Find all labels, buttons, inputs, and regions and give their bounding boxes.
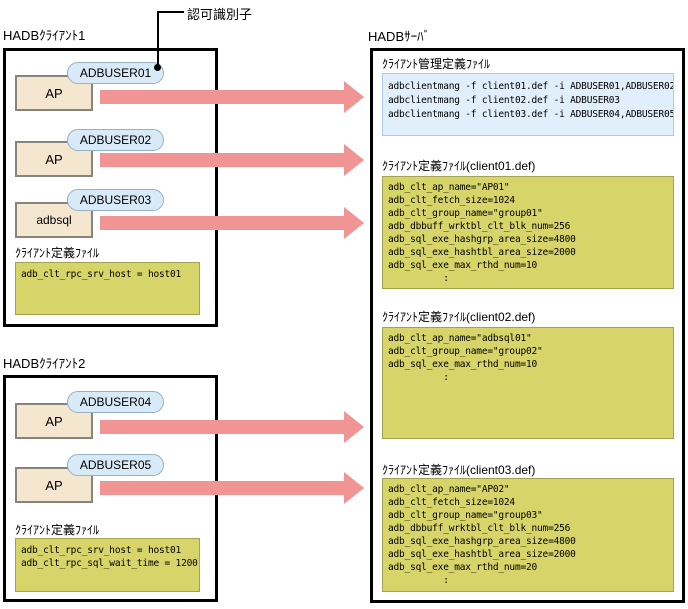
client1-user2-pill: ADBUSER02 xyxy=(67,129,164,151)
server-mgmtfile-box: adbclientmang -f client01.def -i ADBUSER… xyxy=(382,73,674,136)
client2-title: HADBｸﾗｲｱﾝﾄ2 xyxy=(3,356,86,371)
server-deffile2-label: ｸﾗｲｱﾝﾄ定義ﾌｧｲﾙ(client02.def) xyxy=(382,310,536,324)
annotation-dot xyxy=(154,64,161,71)
client1-deffile-label: ｸﾗｲｱﾝﾄ定義ﾌｧｲﾙ xyxy=(15,246,100,260)
client2-ap1-label: AP xyxy=(45,413,63,429)
annotation-label: 認可識別子 xyxy=(187,7,253,22)
server-deffile1-box: adb_clt_ap_name="AP01" adb_clt_fetch_siz… xyxy=(382,176,674,289)
client1-ap2-label: AP xyxy=(45,151,63,167)
server-deffile2-box: adb_clt_ap_name="adbsql01" adb_clt_group… xyxy=(382,327,674,439)
server-mgmtfile-label: ｸﾗｲｱﾝﾄ管理定義ﾌｧｲﾙ xyxy=(382,57,491,71)
client1-adbsql-label: adbsql xyxy=(36,213,72,227)
client1-user3-pill: ADBUSER03 xyxy=(67,189,164,211)
client1-adbsql-box: adbsql xyxy=(15,202,93,238)
client2-user2-pill: ADBUSER05 xyxy=(67,454,164,476)
client1-user1-pill: ADBUSER01 xyxy=(67,62,164,84)
arrow-client1-adbsql xyxy=(100,207,364,239)
client2-deffile-label: ｸﾗｲｱﾝﾄ定義ﾌｧｲﾙ xyxy=(15,523,100,537)
client2-ap2-label: AP xyxy=(45,477,63,493)
client2-deffile-box: adb_clt_rpc_srv_host = host01 adb_clt_rp… xyxy=(15,538,200,592)
client1-title: HADBｸﾗｲｱﾝﾄ1 xyxy=(3,28,86,43)
server-deffile3-box: adb_clt_ap_name="AP02" adb_clt_fetch_siz… xyxy=(382,478,674,592)
client2-user1-pill: ADBUSER04 xyxy=(67,391,164,413)
client1-user2-label: ADBUSER02 xyxy=(79,133,152,147)
client1-deffile-box: adb_clt_rpc_srv_host = host01 xyxy=(15,262,200,315)
server-deffile1-label: ｸﾗｲｱﾝﾄ定義ﾌｧｲﾙ(client01.def) xyxy=(382,159,536,173)
server-deffile3-label: ｸﾗｲｱﾝﾄ定義ﾌｧｲﾙ(client03.def) xyxy=(382,463,536,477)
client1-user1-label: ADBUSER01 xyxy=(79,66,152,80)
arrow-client1-ap1 xyxy=(100,81,364,113)
arrow-client1-ap2 xyxy=(100,144,364,176)
annotation-connector-horizontal xyxy=(157,11,184,13)
annotation-connector-vertical xyxy=(157,11,159,67)
client2-user1-label: ADBUSER04 xyxy=(79,395,152,409)
client1-ap1-label: AP xyxy=(45,85,63,101)
arrow-client2-ap2 xyxy=(100,472,364,504)
client1-user3-label: ADBUSER03 xyxy=(79,193,152,207)
client2-user2-label: ADBUSER05 xyxy=(79,458,152,472)
server-title: HADBｻｰﾊﾞ xyxy=(368,29,431,44)
arrow-client2-ap1 xyxy=(100,411,364,443)
